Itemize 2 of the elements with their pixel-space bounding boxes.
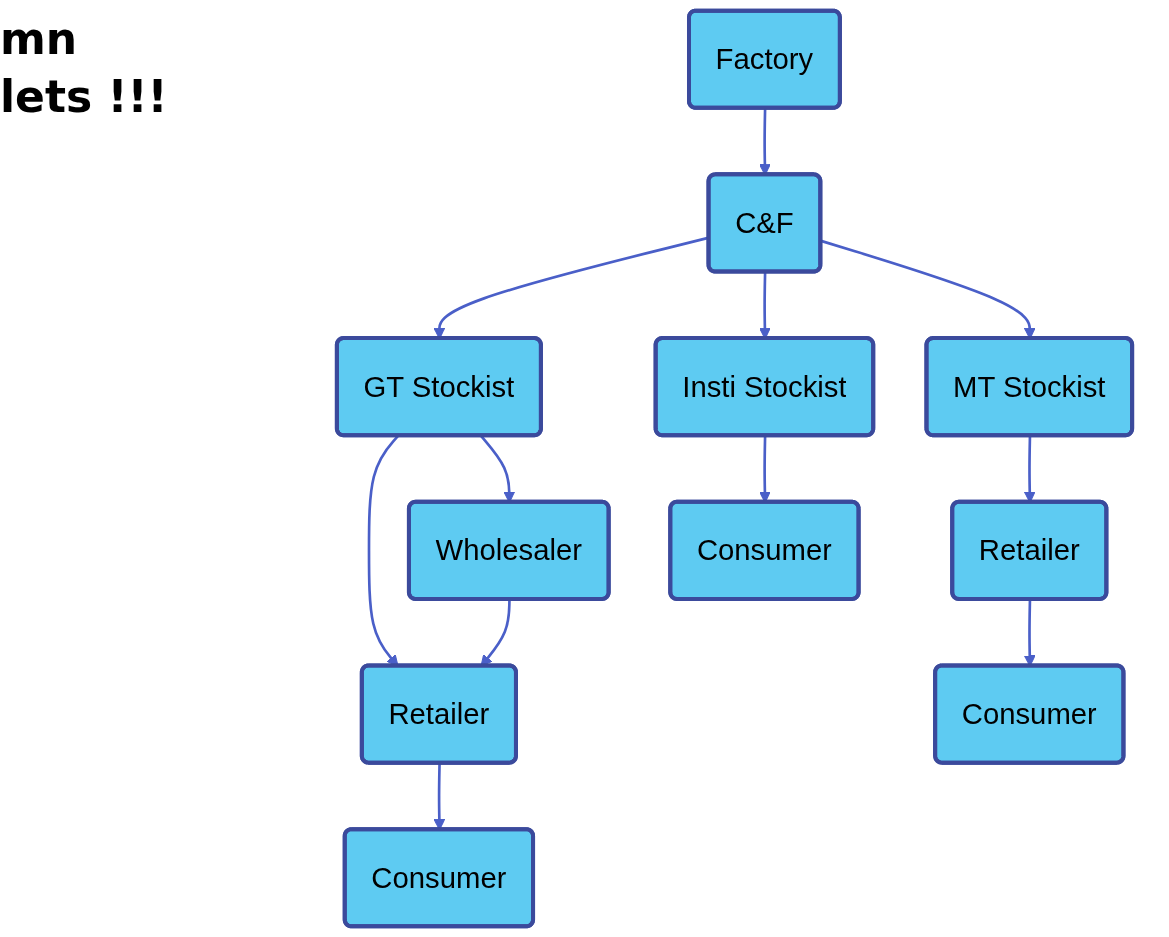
heading-text: mn xyxy=(0,12,79,66)
heading-text: lets !!! xyxy=(0,70,168,124)
